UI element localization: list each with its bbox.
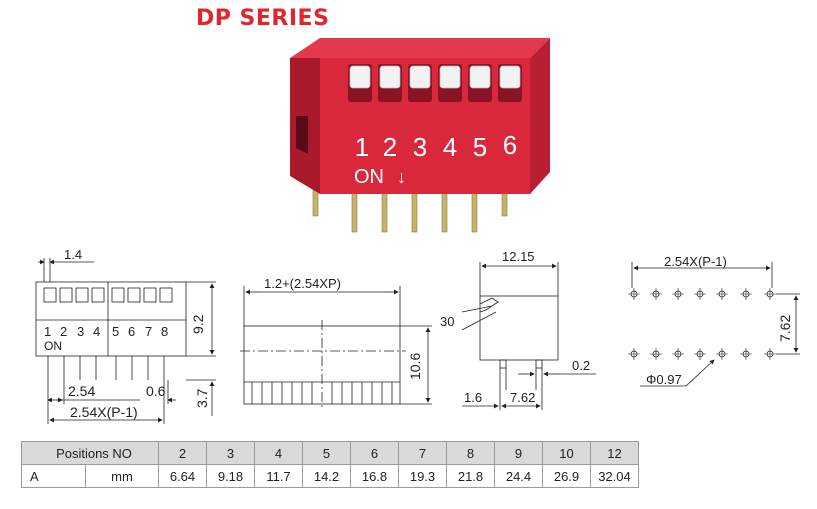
down-arrow-icon: ↓ — [397, 167, 406, 187]
position-cell: 5 — [302, 441, 351, 465]
unit-cell: mm — [85, 464, 159, 488]
top-view — [240, 286, 432, 410]
position-number: 7 — [145, 324, 152, 339]
on-label: ON — [354, 166, 384, 188]
dim-pitch: 2.54 — [68, 383, 95, 399]
position-number: 6 — [128, 324, 135, 339]
table-header-row: Positions NO 2 3 4 5 6 7 8 9 10 12 — [21, 441, 639, 465]
position-cell: 4 — [254, 441, 303, 465]
row-label: A — [21, 464, 86, 488]
front-view — [35, 258, 216, 424]
dim-row-spacing: 7.62 — [510, 390, 535, 405]
position-number: 4 — [93, 324, 100, 339]
position-number: 1 — [44, 324, 51, 339]
value-cell: 9.18 — [206, 464, 255, 488]
position-cell: 12 — [590, 441, 639, 465]
value-cell: 14.2 — [302, 464, 351, 488]
dim-overall: 2.54X(P-1) — [70, 404, 138, 420]
value-cell: 6.64 — [158, 464, 207, 488]
position-cell: 8 — [446, 441, 495, 465]
dim-length: 1.2+(2.54XP) — [264, 276, 341, 291]
dim-height: 9.2 — [190, 314, 206, 334]
position-cell: 9 — [494, 441, 543, 465]
position-number: 8 — [161, 324, 168, 339]
technical-drawings: 1.4 9.2 3.7 1 2 3 4 5 6 7 8 ON 2.54 0.6 … — [35, 247, 800, 424]
value-cell: 16.8 — [350, 464, 399, 488]
position-number: 2 — [60, 324, 67, 339]
switch-number: 5 — [473, 132, 487, 162]
dim-row-spacing: 7.62 — [777, 315, 793, 342]
dim-pin-width: 1.4 — [64, 247, 82, 262]
switch-number: 6 — [503, 130, 517, 160]
switch-number: 2 — [383, 132, 397, 162]
dim-length: 2.54X(P-1) — [664, 254, 727, 269]
position-cell: 10 — [542, 441, 591, 465]
dim-pin-length: 3.7 — [194, 388, 210, 408]
dim-pin-thickness: 0.6 — [146, 383, 166, 399]
position-number: 3 — [77, 324, 84, 339]
dip-switch-photo: 1 2 3 4 5 6 ON ↓ — [290, 38, 550, 233]
dim-height: 10.6 — [407, 353, 423, 380]
value-cell: 21.8 — [446, 464, 495, 488]
position-cell: 7 — [398, 441, 447, 465]
value-cell: 24.4 — [494, 464, 543, 488]
pcb-layout — [628, 262, 800, 387]
dim-hole: Φ0.97 — [646, 372, 682, 387]
position-cell: 2 — [158, 441, 207, 465]
dim-angle: 30 — [440, 314, 454, 329]
value-cell: 19.3 — [398, 464, 447, 488]
dim-depth: 12.15 — [502, 249, 535, 264]
page-title: DP SERIES — [196, 6, 330, 31]
switch-number: 4 — [443, 132, 457, 162]
switch-number: 1 — [355, 132, 369, 162]
switch-number: 3 — [413, 132, 427, 162]
value-cell: 32.04 — [590, 464, 639, 488]
value-cell: 26.9 — [542, 464, 591, 488]
dimension-table: Positions NO 2 3 4 5 6 7 8 9 10 12 A mm … — [21, 441, 639, 488]
side-view — [461, 262, 596, 410]
position-cell: 6 — [350, 441, 399, 465]
on-label: ON — [44, 339, 62, 353]
table-row: A mm 6.64 9.18 11.7 14.2 16.8 19.3 21.8 … — [21, 464, 639, 488]
position-cell: 3 — [206, 441, 255, 465]
dim-offset: 0.2 — [572, 358, 590, 373]
header-label: Positions NO — [21, 441, 159, 465]
dim-left: 1.6 — [464, 390, 482, 405]
position-number: 5 — [112, 324, 119, 339]
value-cell: 11.7 — [254, 464, 303, 488]
